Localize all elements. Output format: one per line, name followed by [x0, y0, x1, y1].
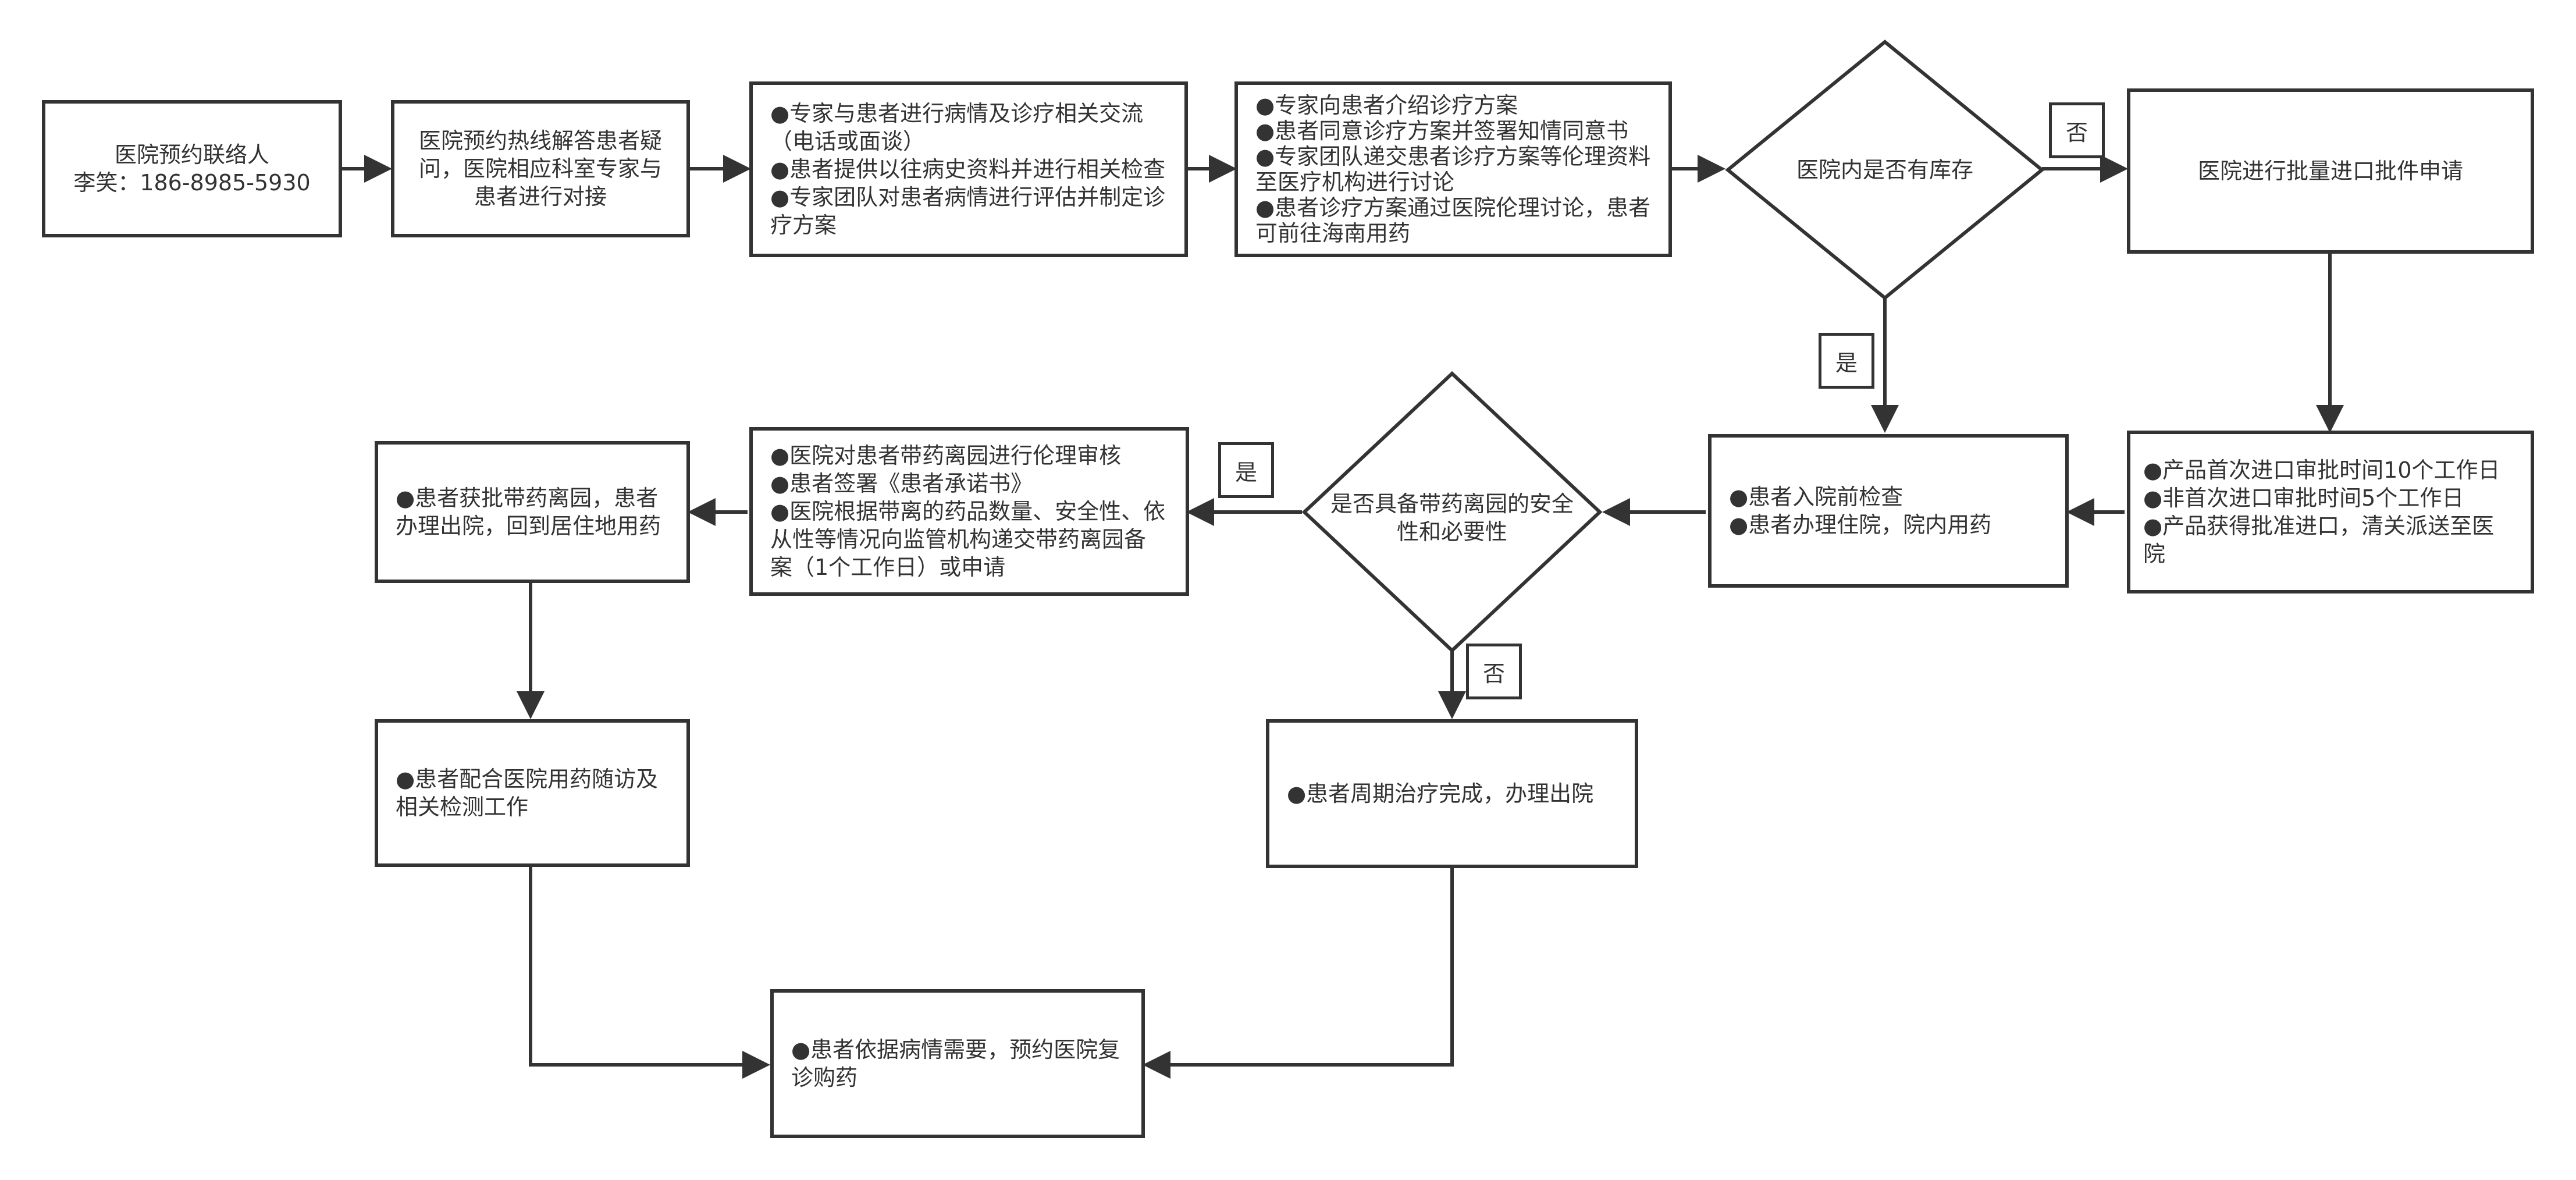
node-revisit-appointment: ●患者依据病情需要，预约医院复 诊购药 [770, 989, 1145, 1138]
node-followup: ●患者配合医院用药随访及 相关检测工作 [375, 719, 690, 867]
decision-stock-shape [1725, 40, 2045, 300]
decision-safety-shape [1301, 371, 1603, 653]
decision-stock-label: 医院内是否有库存 [1796, 157, 1974, 183]
edge-followup-to-revisit [529, 866, 770, 1079]
tag-safety-yes: 是 [1218, 442, 1274, 498]
node-ethics-review: ●医院对患者带药离园进行伦理审核 ●患者签署《患者承诺书》 ●医院根据带离的药品… [749, 427, 1189, 596]
node-hotline-answer: 医院预约热线解答患者疑 问，医院相应科室专家与 患者进行对接 [391, 100, 690, 237]
node-appointment-contact: 医院预约联络人 李笑：186-8985-5930 [42, 100, 342, 237]
node-discharge-with-drug: ●患者获批带药离园，患者 办理出院，回到居住地用药 [375, 441, 690, 583]
tag-stock-yes: 是 [1819, 333, 1874, 389]
edge-discharge-to-revisit [1143, 867, 1454, 1079]
node-treatment-complete-discharge: ●患者周期治疗完成，办理出院 [1266, 719, 1638, 868]
node-import-approval: ●产品首次进口审批时间10个工作日 ●非首次进口审批时间5个工作日 ●产品获得批… [2127, 431, 2534, 593]
tag-safety-no: 否 [1466, 644, 1522, 699]
tag-stock-no: 否 [2049, 102, 2105, 158]
node-import-application: 医院进行批量进口批件申请 [2127, 88, 2534, 254]
node-expert-consultation: ●专家与患者进行病情及诊疗相关交流 （电话或面谈） ●患者提供以往病史资料并进行… [749, 81, 1188, 257]
node-admission: ●患者入院前检查 ●患者办理住院，院内用药 [1708, 434, 2069, 588]
node-treatment-plan: ●专家向患者介绍诊疗方案 ●患者同意诊疗方案并签署知情同意书 ●专家团队递交患者… [1234, 81, 1672, 257]
decision-safety-label: 是否具备带药离园的安全 性和必要性 [1330, 491, 1574, 545]
